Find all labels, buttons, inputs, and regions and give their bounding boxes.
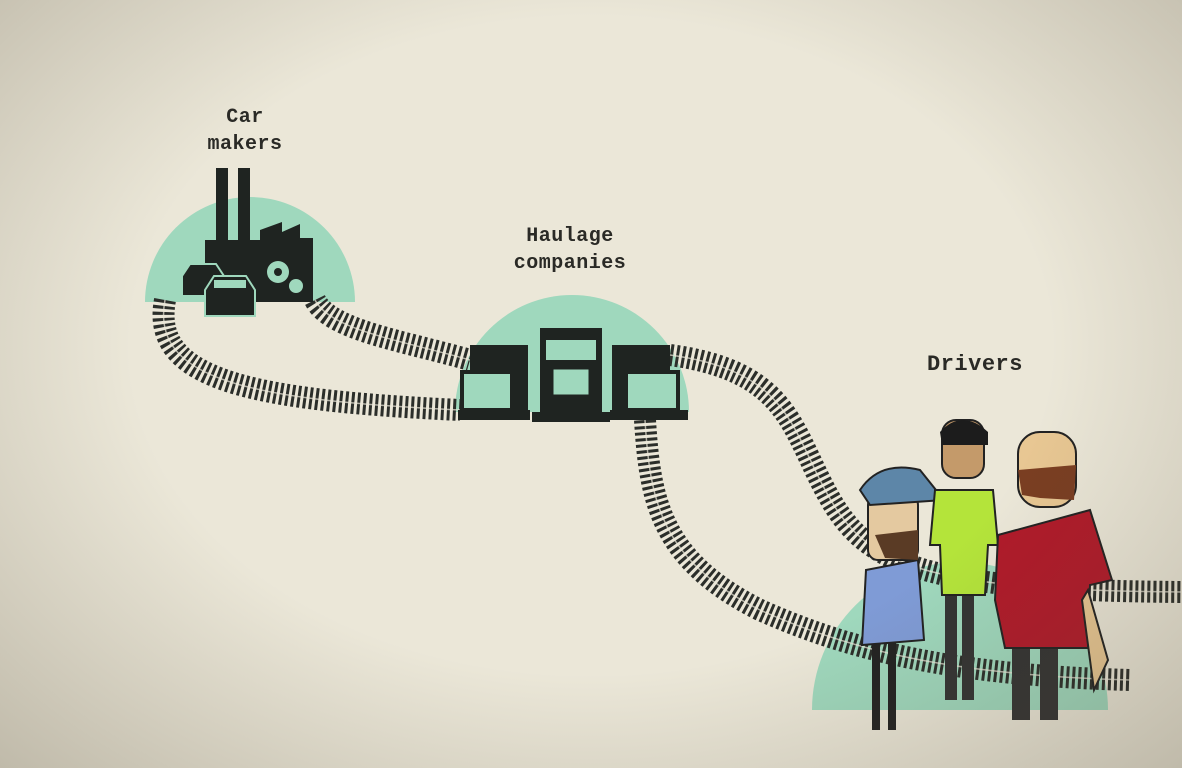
truck-right-icon bbox=[610, 345, 688, 420]
drivers-label: Drivers bbox=[927, 352, 1023, 377]
driver-cap-man bbox=[858, 466, 946, 730]
truck-icons bbox=[458, 328, 688, 422]
track-carmaker-to-haulage-upper bbox=[305, 294, 474, 371]
haulage-label-line2: companies bbox=[513, 252, 627, 275]
haulage-companies-label: Haulage companies bbox=[495, 223, 645, 277]
gear-icon bbox=[267, 261, 303, 293]
truck-left-icon bbox=[458, 345, 530, 420]
driver-green-shirt bbox=[928, 419, 1000, 700]
car-icon bbox=[181, 263, 256, 317]
haulage-label-line1: Haulage bbox=[526, 225, 614, 248]
driver-red-shirt bbox=[993, 431, 1114, 720]
car-makers-label: Car makers bbox=[190, 104, 300, 158]
car-makers-label-line2: makers bbox=[207, 133, 283, 156]
truck-center-icon bbox=[532, 328, 610, 422]
car-makers-label-line1: Car bbox=[226, 106, 264, 129]
